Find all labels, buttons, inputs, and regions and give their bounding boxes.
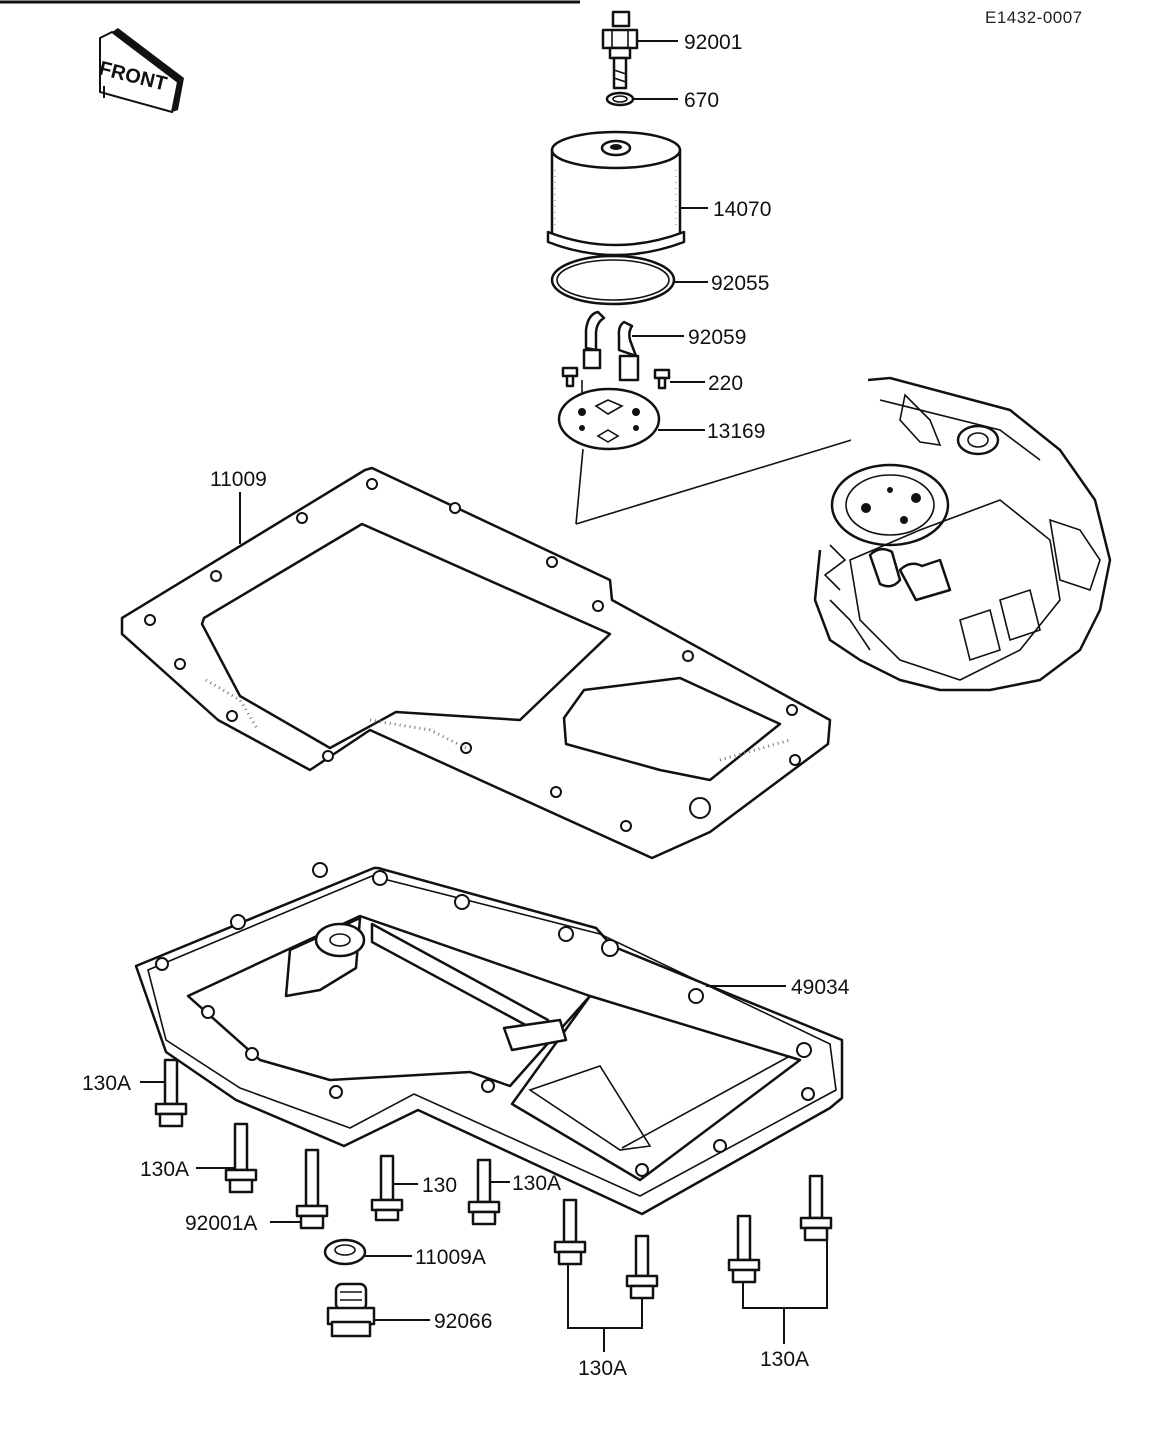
label-130A-1: 130A (82, 1072, 131, 1095)
bolt-130 (370, 1154, 404, 1222)
drain-plug-92066 (326, 1282, 376, 1338)
label-92066: 92066 (434, 1310, 492, 1333)
screw-220 (561, 366, 671, 390)
label-670: 670 (684, 89, 719, 112)
label-13169: 13169 (707, 420, 765, 443)
o-ring-92055 (550, 254, 676, 306)
label-92055: 92055 (711, 272, 769, 295)
label-92001A: 92001A (185, 1212, 257, 1235)
bolt-130A-3 (467, 1158, 501, 1226)
plate-13169 (557, 387, 661, 451)
label-130A-3: 130A (512, 1172, 561, 1195)
bolt-130A-1 (154, 1058, 188, 1128)
label-11009: 11009 (210, 468, 267, 491)
bolt-pair-130A-5 (727, 1174, 833, 1284)
bolt-130A-2 (224, 1122, 258, 1194)
label-220: 220 (708, 372, 743, 395)
label-49034: 49034 (791, 976, 850, 999)
engine-inset (813, 376, 1112, 692)
washer-11009A (323, 1238, 367, 1266)
bolt-pair-130A-4 (553, 1198, 659, 1300)
o-ring-670 (605, 91, 635, 107)
label-92059: 92059 (688, 326, 746, 349)
label-14070: 14070 (713, 198, 771, 221)
bypass-bolt-92001 (601, 10, 639, 90)
gasket-11009 (120, 466, 832, 860)
label-130A-4: 130A (578, 1357, 627, 1380)
label-130A-2: 130A (140, 1158, 189, 1181)
oil-pipe-92059 (582, 310, 640, 382)
oil-filter-14070 (546, 130, 686, 257)
diagram-code: E1432-0007 (985, 8, 1083, 27)
bolt-92001A (295, 1148, 329, 1230)
front-direction-sign: FRONT (97, 28, 184, 114)
label-11009A: 11009A (415, 1246, 486, 1269)
label-92001: 92001 (684, 31, 742, 54)
label-130: 130 (422, 1174, 457, 1197)
oil-pan-49034 (134, 862, 844, 1216)
label-130A-5: 130A (760, 1348, 809, 1371)
